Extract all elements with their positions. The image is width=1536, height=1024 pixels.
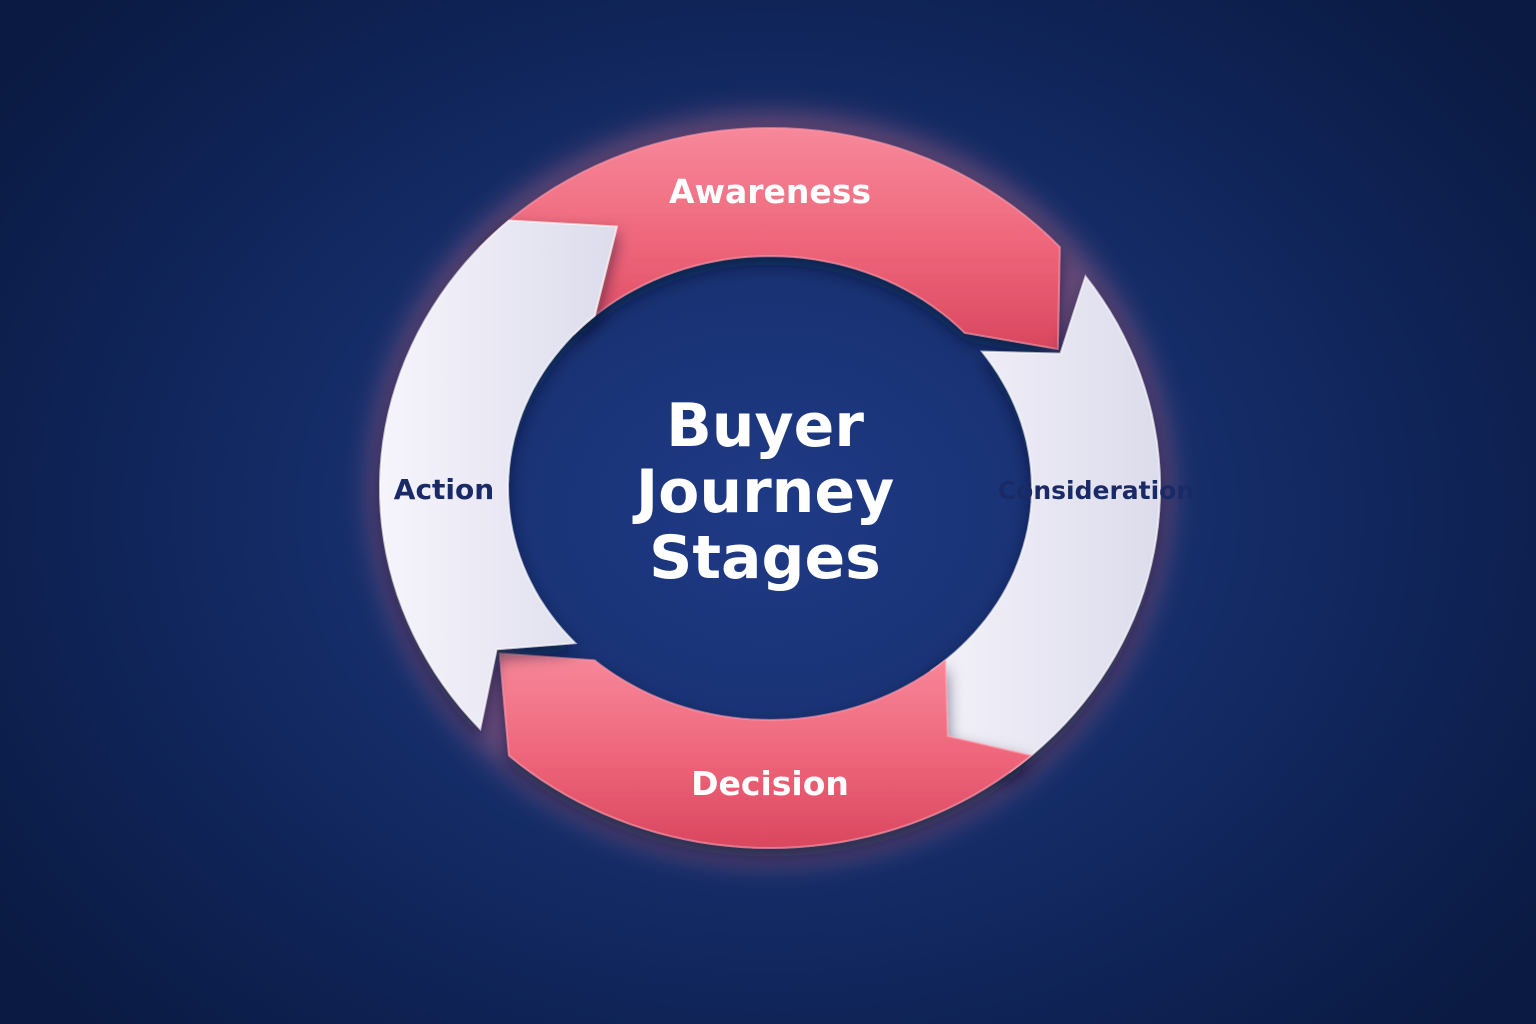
stage-label-consideration: Consideration [998,476,1194,505]
stage-arrow-awareness [478,126,1061,351]
stage-label-awareness: Awareness [669,172,871,211]
stage-arrow-action [378,219,619,731]
center-title-line-3: Stages [649,523,881,593]
stage-segments [378,126,1162,850]
center-title-line-1: Buyer [666,391,864,461]
center-title-line-2: Journey [632,457,894,527]
stage-label-action: Action [394,473,494,506]
stage-arrow-decision [498,652,1034,850]
stage-label-decision: Decision [691,764,849,803]
center-title: Buyer Journey Stages [632,391,894,593]
